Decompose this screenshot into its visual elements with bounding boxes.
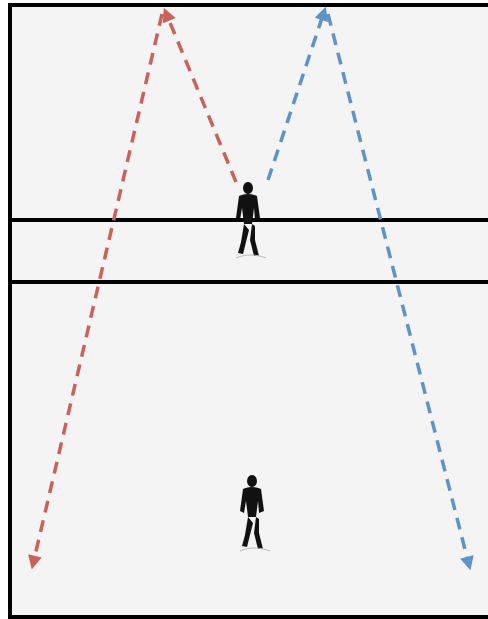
- blue-arrow: [266, 6, 474, 571]
- red-arrow: [28, 7, 238, 570]
